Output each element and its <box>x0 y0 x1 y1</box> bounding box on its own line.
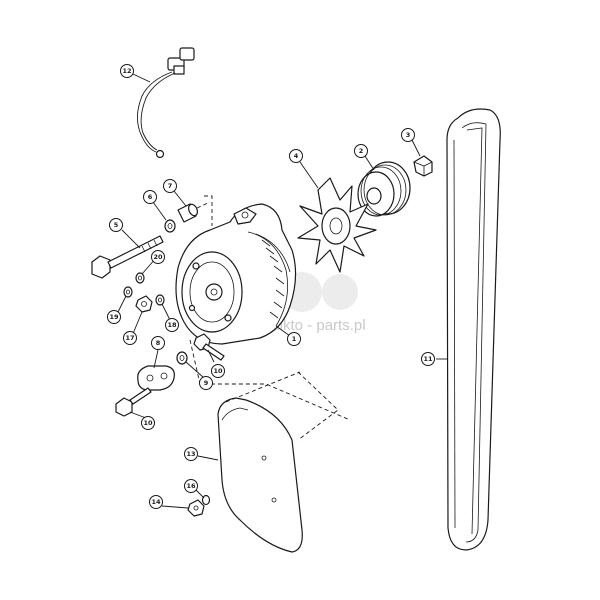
part-11-drive-belt <box>446 108 501 551</box>
callout-9: 9 <box>199 376 213 390</box>
callout-17: 17 <box>123 331 137 345</box>
svg-text:13: 13 <box>186 450 195 458</box>
part-9-washer <box>176 351 188 365</box>
part-16-washer <box>201 494 211 506</box>
svg-text:17: 17 <box>125 334 134 342</box>
part-8-bracket <box>137 365 175 391</box>
watermark-text: allkto - parts.pl <box>268 317 366 334</box>
callout-10-upper: 10 <box>211 364 225 378</box>
part-1-alternator <box>175 203 297 345</box>
callout-12: 12 <box>120 64 134 78</box>
callout-11: 11 <box>421 352 435 366</box>
svg-text:11: 11 <box>423 355 433 363</box>
callout-1: 1 <box>287 332 301 346</box>
callout-19: 19 <box>107 310 121 324</box>
svg-text:5: 5 <box>114 221 119 229</box>
part-18-washer <box>155 294 165 306</box>
part-5-bolt <box>91 235 164 279</box>
callout-20: 20 <box>151 250 165 264</box>
callout-6: 6 <box>143 190 157 204</box>
svg-text:20: 20 <box>153 253 163 261</box>
part-6-washer <box>164 219 176 233</box>
alignment-lines <box>189 195 351 441</box>
callout-8: 8 <box>151 336 165 350</box>
svg-text:2: 2 <box>359 147 364 155</box>
svg-text:19: 19 <box>109 313 119 321</box>
svg-text:7: 7 <box>168 182 173 190</box>
part-3-nut <box>413 155 433 177</box>
callout-7: 7 <box>163 179 177 193</box>
callout-2: 2 <box>354 144 368 158</box>
svg-text:3: 3 <box>406 131 411 139</box>
part-17-nut <box>135 295 153 313</box>
leader-lines <box>117 73 448 509</box>
svg-text:18: 18 <box>167 321 177 329</box>
callout-4: 4 <box>289 149 303 163</box>
callout-18: 18 <box>165 318 179 332</box>
part-12-wiring-harness <box>137 47 195 159</box>
part-19-washer <box>123 286 133 298</box>
svg-text:6: 6 <box>148 193 153 201</box>
part-14-nut <box>187 499 205 517</box>
svg-text:1: 1 <box>292 335 297 343</box>
part-7-spacer <box>177 201 211 223</box>
svg-text:16: 16 <box>186 482 196 490</box>
svg-text:10: 10 <box>143 419 153 427</box>
svg-text:14: 14 <box>151 498 161 506</box>
callout-14: 14 <box>149 495 163 509</box>
svg-text:4: 4 <box>294 152 299 160</box>
callout-16: 16 <box>184 479 198 493</box>
callout-5: 5 <box>109 218 123 232</box>
svg-text:8: 8 <box>156 339 161 347</box>
part-10-bolt-lower <box>115 387 152 417</box>
svg-text:9: 9 <box>204 379 209 387</box>
callout-10-lower: 10 <box>141 416 155 430</box>
svg-text:12: 12 <box>122 67 131 75</box>
callout-13: 13 <box>184 447 198 461</box>
part-20-washer <box>135 272 145 284</box>
part-4-fan <box>297 177 377 273</box>
part-10-bolt-upper <box>193 333 225 361</box>
svg-text:10: 10 <box>213 367 223 375</box>
callout-3: 3 <box>401 128 415 142</box>
part-13-cover <box>217 397 303 553</box>
